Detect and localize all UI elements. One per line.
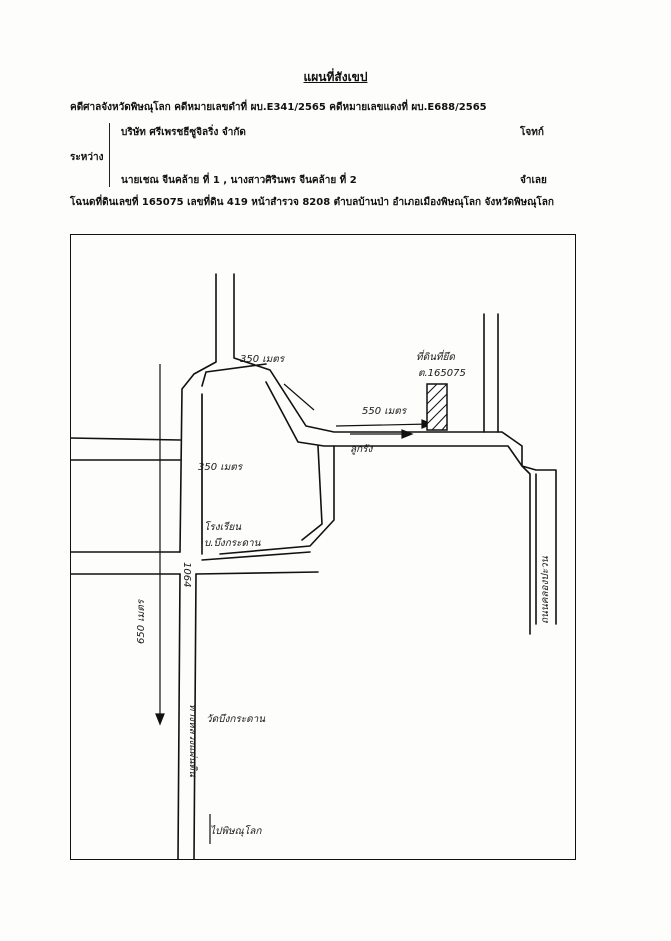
label-to-city: ไปพิษณุโลก	[210, 825, 262, 837]
road-turn-inner	[265, 381, 523, 467]
label-temple: วัดบึงกระดาน	[206, 713, 266, 725]
label-road-main: ทางหลวงแผ่นดิน	[187, 704, 199, 778]
label-dirt-road: ลูกรัง	[350, 444, 374, 455]
deed-line: โฉนดที่ดินเลขที่ 165075 เลขที่ดิน 419 หน…	[70, 197, 554, 208]
defendant-role: จำเลย	[520, 175, 547, 186]
road-east-bottom	[195, 571, 319, 575]
road-main-inner	[201, 363, 267, 387]
road-west-top	[70, 437, 181, 441]
road-main-south-right	[193, 573, 197, 860]
road-main-south-left	[177, 573, 181, 860]
target-parcel	[426, 383, 448, 431]
label-dist-left: 350 เมตร	[198, 462, 244, 473]
between-label: ระหว่าง	[70, 152, 104, 163]
sketch-map: 350 เมตร 550 เมตร 350 เมตร ลูกรัง ที่ดิน…	[70, 273, 557, 860]
map-frame	[70, 234, 576, 860]
label-target-name: ที่ดินที่ยึด	[416, 349, 455, 363]
label-dist-top: 350 เมตร	[240, 354, 286, 365]
label-road-right: ถนนคลองปะวน	[540, 555, 551, 624]
arrow-long-left-head	[155, 713, 165, 726]
defendant-names: นายเชณ จีนคล้าย ที่ 1 , นางสาวศิรินพร จี…	[121, 175, 357, 186]
label-dist-right: 550 เมตร	[362, 406, 408, 417]
arrow-dist-right	[335, 423, 431, 427]
road-east-top	[201, 551, 311, 561]
page-title: แผนที่สังเขป	[303, 70, 368, 84]
road-inner-right	[219, 445, 335, 555]
plaintiff-role: โจทก์	[520, 127, 544, 138]
label-dist-long: 650 เมตร	[136, 598, 147, 644]
arrow-right-upper	[283, 383, 315, 411]
court-case-line: คดีศาลจังหวัดพิษณุโลก คดีหมายเลขดำที่ ผบ…	[70, 102, 487, 113]
parties-bracket	[109, 123, 116, 187]
label-school-1: โรงเรียน	[204, 521, 242, 533]
label-school-2: บ.บึงกระดาน	[204, 537, 262, 549]
road-south-right	[521, 465, 531, 635]
road-north-left	[179, 273, 217, 553]
plaintiff-name: บริษัท ศรีเพรชธีซูจิลริ่ง จำกัด	[121, 127, 246, 138]
road-north-left-edge	[233, 273, 557, 625]
label-road-no: 1064	[181, 562, 192, 587]
road-inner-right2	[301, 445, 323, 541]
label-target-deed: ต.165075	[418, 368, 466, 379]
arrow-lower-road-head	[401, 429, 414, 439]
